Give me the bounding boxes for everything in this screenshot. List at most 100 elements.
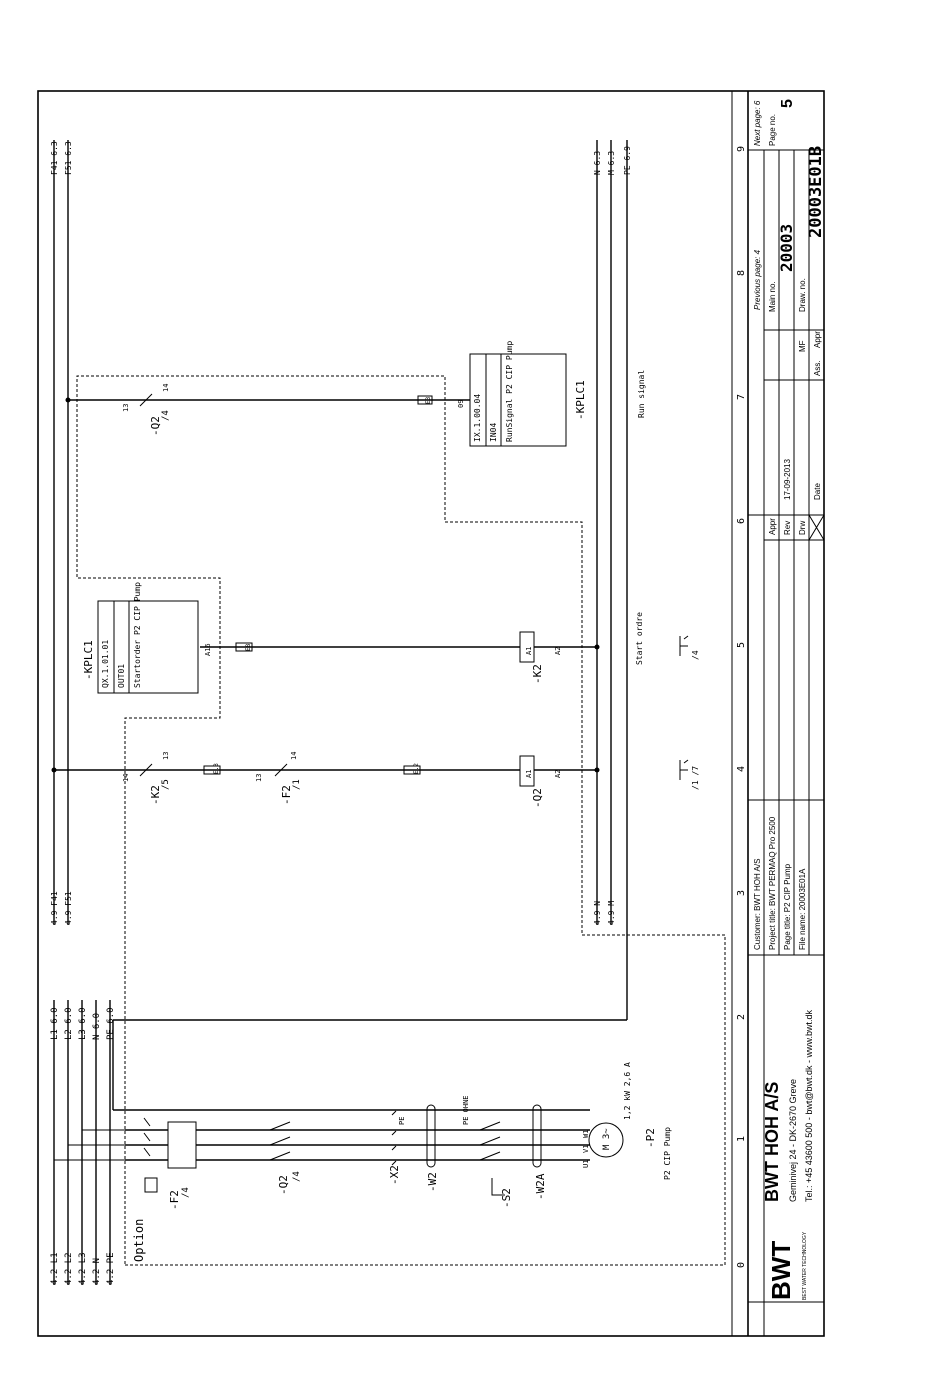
terminal-14: 14 (290, 752, 298, 760)
power-rail-labels-right: L1 6.0 L2 6.0 L3 6.0 N 6.0 PE 6.0 (50, 1007, 116, 1040)
rail-label: 4.2 L2 (64, 1252, 74, 1285)
kplc-output-box (97, 600, 199, 694)
q2-contact-ref: /4 (161, 410, 171, 421)
rail-label: 4.2 L3 (78, 1252, 88, 1285)
rail-label: L3 6.0 (78, 1007, 88, 1040)
plc-input-description: RunSignal P2 CIP Pump (505, 341, 514, 442)
k2-contact-ref: /5 (161, 779, 171, 790)
column-number: 0 (736, 1262, 747, 1268)
plc-input-name: IN04 (489, 423, 498, 442)
drawing-number: 20003E01B (806, 146, 826, 238)
previous-page: Previous page: 4 (753, 249, 762, 310)
f2-label: -F2 (168, 1190, 181, 1210)
rail-label: L2 6.0 (64, 1007, 74, 1040)
run-signal-label: Run signal (637, 370, 646, 418)
file-name: File name: 20003E01A (798, 868, 807, 950)
page-no-label: Page no. (768, 114, 777, 146)
kplc-input-box (469, 353, 567, 447)
rail-label: PE 6.9 (623, 146, 632, 175)
wire-ref-k2: E.3 (213, 763, 220, 774)
q2-xref-symbol (679, 759, 689, 780)
plc-output-description: Startorder P2 CIP Pump (133, 582, 142, 688)
w2a-label: -W2A (534, 1173, 547, 1200)
k2-contact-label: -K2 (149, 785, 162, 805)
terminal-13: 13 (162, 752, 170, 760)
kplc-output-label: -KPLC1 (82, 640, 95, 680)
plc-input-address: IX.1.00.04 (473, 394, 482, 442)
ass-label: Ass. (813, 360, 822, 376)
column-number: 5 (736, 642, 747, 648)
motor-circuit (54, 1104, 624, 1196)
main-number: 20003 (777, 224, 796, 272)
rail-label: 4.2 L1 (50, 1252, 60, 1285)
power-rail-labels-left: 4.2 L1 4.2 L2 4.2 L3 4.2 N 4.2 PE (50, 1252, 116, 1285)
q2-label: -Q2 (277, 1175, 290, 1195)
motor-circuit-labels: Option -F2 /4 -Q2 /4 -X2 -W2 -S2 -W2A M … (132, 1062, 672, 1262)
k2-coil (519, 631, 535, 663)
rail-label: N 6.3 (593, 151, 602, 175)
kplc-input-label: -KPLC1 (574, 380, 587, 420)
company-name: BWT HOH A/S (762, 1082, 782, 1202)
q2-control-labels: -K2 /5 -F2 /1 14 13 13 14 E.3 E.2 -Q2 A1… (122, 752, 700, 808)
next-page: Next page: 6 (753, 100, 762, 146)
coil-a2: A2 (554, 770, 562, 778)
k2-control-labels: -KPLC1 QX.1.01.01 OUT01 Startorder P2 CI… (82, 582, 700, 688)
rail-label: N 6.0 (92, 1013, 102, 1040)
terminal-14: 14 (122, 774, 130, 782)
q2-coil (519, 755, 535, 787)
run-signal-labels: -Q2 /4 13 14 E3 09 IX.1.00.04 IN04 RunSi… (122, 341, 646, 442)
coil-a2: A2 (554, 647, 562, 655)
motor-label: M 3~ (602, 1128, 612, 1150)
rev-label: Rev (783, 521, 792, 535)
motor-rating: 1,2 kW 2,6 A (623, 1062, 632, 1120)
q2-ref: /4 (292, 1171, 302, 1182)
f2-contact-label: -F2 (280, 785, 293, 805)
f2-thermal-symbol (144, 1177, 158, 1193)
f2-breaker-box (167, 1121, 197, 1169)
rail-label: L1 6.0 (50, 1007, 60, 1040)
coil-a1: A1 (525, 770, 533, 778)
column-number: 6 (736, 518, 747, 524)
rail-label: 4.2 N (92, 1258, 102, 1285)
column-number: 2 (736, 1014, 747, 1020)
drawing-frame (37, 90, 825, 1337)
terminal-u1: U1 (582, 1160, 590, 1168)
plc-output-wire: E8 (245, 643, 252, 651)
q2-xref: /1 /7 (691, 766, 700, 790)
q2-coil-label: -Q2 (531, 788, 544, 808)
q2-input-wire: E3 (425, 396, 432, 404)
w2a-cable-symbol (532, 1104, 542, 1168)
title-block (748, 149, 825, 1336)
plc-output-address: QX.1.01.01 (101, 640, 110, 688)
column-number: 9 (736, 146, 747, 152)
power-rails (53, 1000, 111, 1285)
terminal-v1: V1 (582, 1145, 590, 1153)
s2-label: -S2 (500, 1188, 513, 1208)
x2-label: -X2 (388, 1165, 401, 1185)
plc-output-name: OUT01 (117, 664, 126, 688)
page-number: 5 (779, 99, 796, 108)
w2-label: -W2 (426, 1172, 439, 1192)
f2-contact-ref: /1 (292, 779, 302, 790)
rail-label: 4.9 N (593, 901, 602, 925)
k2-control-branch (97, 600, 600, 694)
rail-label: 4.9 F41 (50, 891, 59, 925)
rail-label: 4.9 F51 (64, 891, 73, 925)
option-label: Option (132, 1219, 146, 1262)
terminal-14: 14 (162, 384, 170, 392)
column-number: 4 (736, 766, 747, 772)
k2-xref-symbol (679, 635, 689, 656)
column-number: 1 (736, 1136, 747, 1142)
company-address: Geminivej 24 - DK-2670 Greve (788, 1079, 798, 1202)
p2-description: P2 CIP Pump (663, 1127, 672, 1180)
p2-label: -P2 (644, 1128, 657, 1148)
q2-contact-label: -Q2 (149, 416, 162, 436)
customer: Customer: BWT HOH A/S (753, 859, 762, 950)
coil-a1: A1 (525, 647, 533, 655)
rail-label: PE 6.0 (106, 1007, 116, 1040)
main-no-label: Main no. (768, 281, 777, 312)
plc-output-pin: A16 (204, 643, 212, 656)
option-boundary (76, 375, 726, 1266)
